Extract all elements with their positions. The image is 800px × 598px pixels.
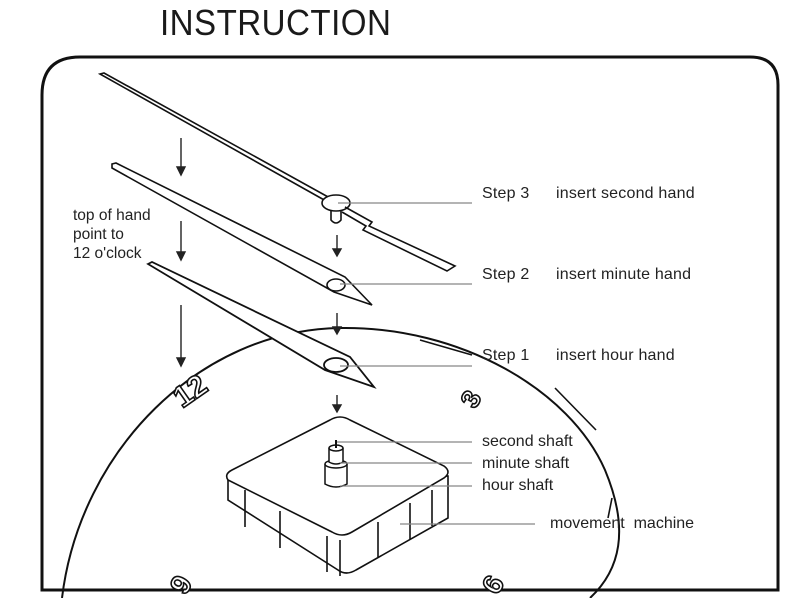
dial-number-6: 6 <box>476 570 511 598</box>
hour-hand <box>146 260 377 389</box>
minute-hand <box>111 162 373 306</box>
step-number: Step 1 <box>482 347 530 364</box>
hand-orientation-note: top of hand point to 12 o'clock <box>73 206 151 263</box>
assembly-arrows <box>175 138 343 414</box>
step-action: insert minute hand <box>556 266 692 283</box>
note-line: 12 o'clock <box>73 245 142 262</box>
step-action: insert second hand <box>556 185 695 202</box>
movement-machine-label: movement machine <box>550 515 695 532</box>
clock-dial-arc <box>61 326 621 598</box>
step-3-label: Step 3 insert second hand <box>482 185 695 203</box>
dial-ticks <box>419 339 613 519</box>
note-line: top of hand <box>73 207 151 224</box>
step-number: Step 2 <box>482 266 530 283</box>
hour-shaft-label: hour shaft <box>482 477 554 494</box>
movement-machine <box>225 416 449 576</box>
step-2-label: Step 2 insert minute hand <box>482 266 691 284</box>
minute-shaft-label: minute shaft <box>482 455 570 472</box>
step-number: Step 3 <box>482 185 530 202</box>
dial-number-3: 3 <box>454 385 487 413</box>
frame-border <box>40 55 780 592</box>
second-hand <box>97 72 457 272</box>
shafts <box>324 440 348 488</box>
second-shaft-label: second shaft <box>482 433 573 450</box>
diagram-title: INSTRUCTION <box>160 2 392 43</box>
leader-lines <box>337 202 535 525</box>
note-line: point to <box>73 226 124 243</box>
dial-number-12: 12 <box>167 368 213 414</box>
step-1-label: Step 1 insert hour hand <box>482 347 675 365</box>
dial-number-9: 9 <box>164 570 199 598</box>
step-action: insert hour hand <box>556 347 675 364</box>
